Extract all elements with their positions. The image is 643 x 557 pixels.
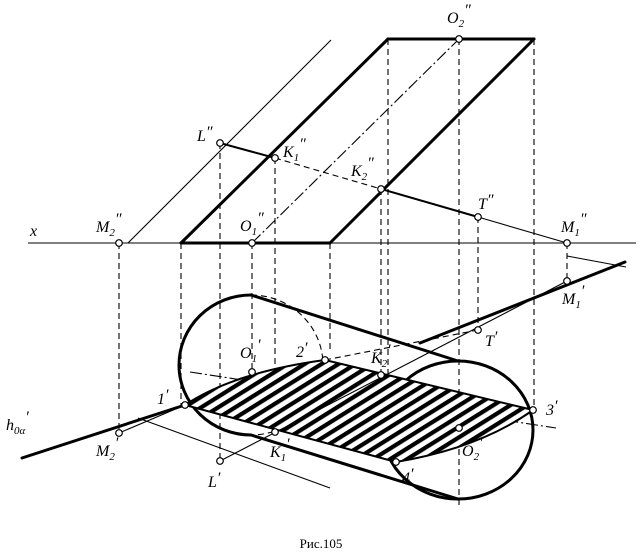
label-o2-frontal: O2″ (447, 2, 471, 30)
trace-h0a (20, 403, 187, 460)
label-1-plan: 1′ (157, 387, 169, 408)
label-k1-plan: K1′ (269, 436, 290, 464)
point-k2-frontal (377, 185, 385, 193)
label-l-plan: L′ (207, 470, 221, 491)
label-m1-frontal: M1″ (560, 211, 587, 239)
line-l-m1-frontal-solid-a (219, 142, 276, 159)
point-k1-frontal (271, 154, 279, 162)
label-m2-plan: M2′ (95, 435, 119, 463)
label-k2-frontal: K2″ (350, 155, 374, 183)
label-4-plan: 4′ (402, 466, 414, 487)
line-l-m1-frontal-thin (477, 216, 568, 244)
trace-h0a-continued (418, 260, 627, 345)
line-l-m1-plan-dashed (324, 329, 479, 361)
point-3-plan (529, 406, 537, 414)
point-2-plan (321, 356, 329, 364)
label-o2-plan: O2′ (462, 435, 483, 463)
point-l-plan (216, 457, 224, 465)
point-o1-plan (248, 368, 256, 376)
label-3-plan: 3′ (545, 398, 558, 419)
cylinder-bottom-outline (249, 433, 460, 501)
label-k1-frontal: K1″ (282, 136, 306, 164)
label-h0a: h0α′ (6, 409, 29, 437)
point-m1-frontal (563, 239, 571, 247)
label-t-plan: T′ (485, 329, 498, 350)
figure-caption: Рис.105 (300, 536, 343, 551)
point-k1-plan (271, 428, 279, 436)
label-t-frontal: T″ (478, 192, 494, 213)
point-1-plan (181, 401, 189, 409)
points (115, 35, 571, 466)
line-l-m1-frontal-solid-b (380, 188, 479, 218)
cylinder-left-base (177, 293, 253, 437)
label-l-frontal: L″ (196, 124, 213, 145)
point-t-plan (474, 326, 482, 334)
plane-trace-upper (127, 39, 332, 244)
point-o2-frontal (455, 35, 463, 43)
point-o2-plan (455, 424, 463, 432)
point-l-frontal (216, 139, 224, 147)
cylinder-top-outline (249, 293, 460, 363)
point-m1-plan (563, 277, 571, 285)
cylinder-front-right-generatrix (328, 37, 536, 245)
plan-lower-line-2 (118, 404, 186, 434)
label-o1-plan: O1′ (240, 337, 261, 365)
point-t-frontal (474, 213, 482, 221)
point-m2-plan (115, 429, 123, 437)
label-k2-plan: K2′ (370, 342, 391, 370)
cylinder-front-left-generatrix (179, 37, 390, 245)
label-2-plan: 2′ (296, 340, 308, 361)
point-4-plan (392, 458, 400, 466)
front-axis-o1-o2 (251, 38, 460, 244)
label-x-axis: x (29, 223, 37, 240)
label-m1-plan: M1′ (561, 283, 585, 311)
point-o1-frontal (248, 239, 256, 247)
label-m2-frontal: M2″ (95, 211, 122, 239)
label-o1-frontal: O1″ (240, 210, 264, 238)
point-labels: O2″ L″ K1″ K2″ T″ x M2″ O1″ M1″ M1′ T′ O… (6, 2, 587, 491)
plan-lower-line (137, 417, 331, 489)
point-m2-frontal (115, 239, 123, 247)
line-l-m1-frontal-dashed (274, 157, 382, 190)
point-k2-plan (377, 371, 385, 379)
